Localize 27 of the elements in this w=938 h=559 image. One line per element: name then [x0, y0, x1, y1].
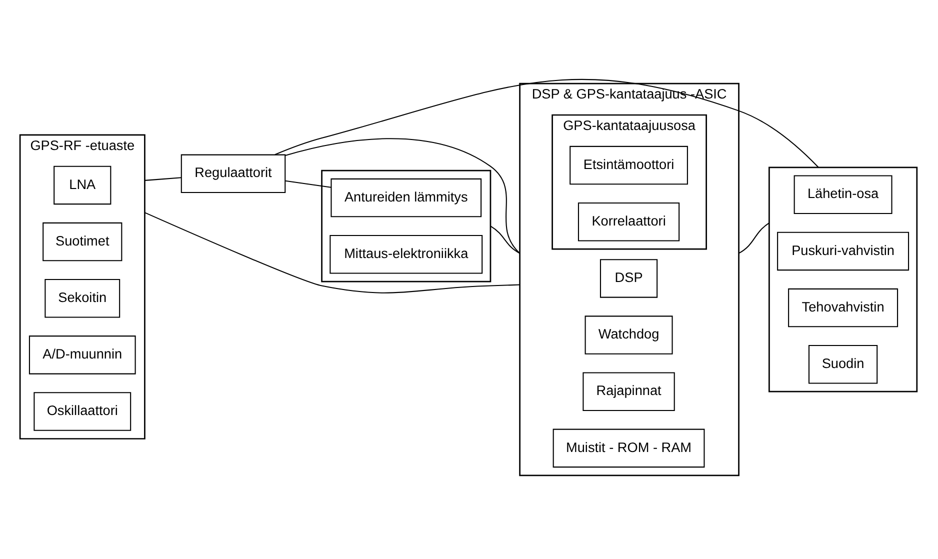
node-box: Puskuri-vahvistin: [777, 232, 910, 271]
cluster: [768, 166, 918, 392]
node-box: Mittaus-elektroniikka: [330, 234, 483, 274]
connector: [274, 79, 819, 168]
node-box: Rajapinnat: [582, 372, 675, 411]
node-box: Regulaattorit: [180, 154, 286, 194]
node-box: DSP: [600, 259, 658, 298]
connector: [144, 177, 182, 181]
node-box: Tehovahvistin: [788, 288, 898, 328]
node-box: Antureiden lämmitys: [330, 178, 482, 218]
connector: [285, 138, 520, 254]
node-box: Suotimet: [42, 222, 122, 262]
connector: [490, 226, 520, 254]
connector: [285, 180, 332, 188]
node-box: Etsintämoottori: [570, 146, 688, 185]
node-box: Lähetin-osa: [794, 175, 892, 214]
node-box: LNA: [54, 166, 112, 205]
connector: [144, 212, 520, 294]
cluster: [321, 170, 492, 282]
node-box: Watchdog: [584, 316, 673, 354]
node-box: Oskillaattori: [34, 392, 132, 431]
node-box: Muistit - ROM - RAM: [552, 428, 705, 468]
connector: [738, 222, 770, 254]
node-box: Sekoitin: [44, 278, 120, 318]
node-box: Korrelaattori: [578, 202, 680, 242]
node-box: Suodin: [808, 344, 878, 384]
node-box: A/D-muunnin: [28, 336, 136, 374]
